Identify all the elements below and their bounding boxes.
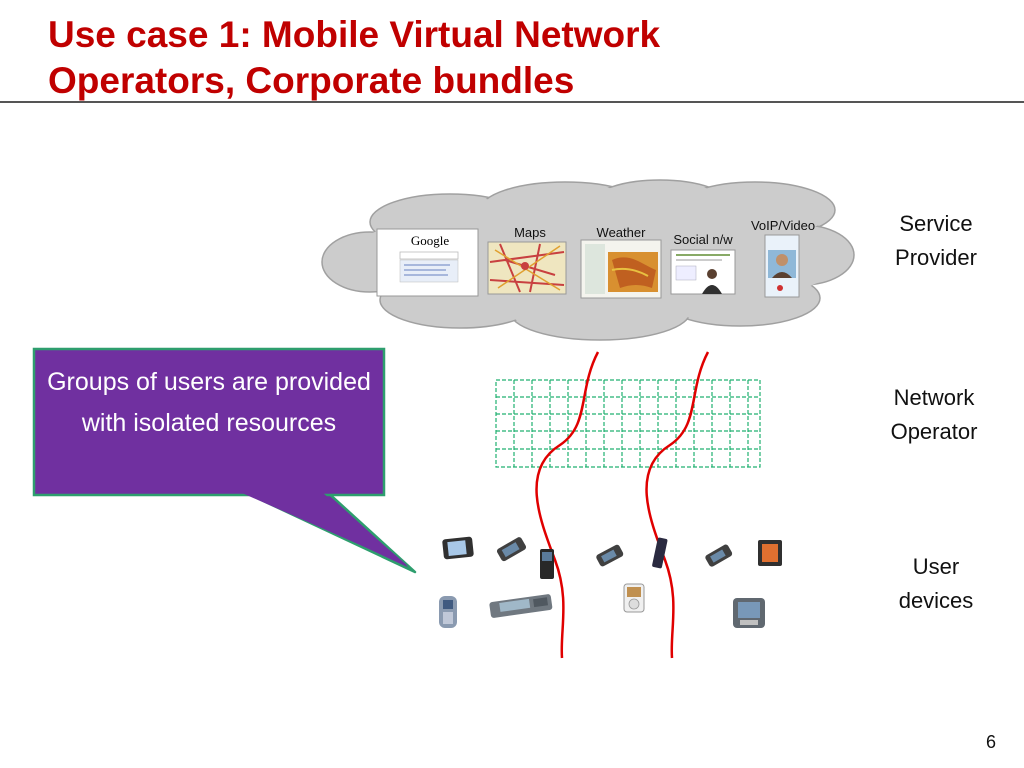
slide-title-line-2: Operators, Corporate bundles [48,60,575,101]
slice-line-right [645,351,710,659]
device-phone-icon [540,549,554,579]
voip-video-label: VoIP/Video [751,218,815,233]
user-devices-label: User devices [898,554,974,613]
weather-thumbnail [580,239,662,299]
google-logo-text: Google [411,233,450,248]
maps-thumbnail [487,241,567,295]
slice-separator-lines [535,351,710,659]
device-slim-phone-icon [652,537,668,569]
device-smartphone-icon [496,537,527,562]
network-operator-grid [495,379,761,468]
device-music-player-icon [623,583,645,613]
service-provider-label: Service Provider [895,211,977,270]
user-device-group [439,536,782,628]
page-number: 6 [985,732,996,752]
google-thumbnail: Google [376,228,479,297]
slice-line-left [535,351,600,659]
device-smartphone-icon [705,544,733,567]
device-feature-phone-icon [439,596,457,628]
device-smartphone-icon [596,544,624,567]
social-network-thumbnail [670,249,736,295]
voip-video-thumbnail [764,234,800,298]
device-media-player-icon [442,536,474,560]
device-pda-icon [733,598,765,628]
device-communicator-icon [489,594,553,618]
callout-bubble [32,347,417,574]
title-divider [0,101,1024,103]
callout-text: Groups of users are provided with isolat… [47,368,371,437]
device-tablet-icon [758,540,782,566]
social-network-label: Social n/w [673,232,733,247]
weather-label: Weather [597,225,647,240]
maps-label: Maps [514,225,546,240]
network-operator-label: Network Operator [890,385,978,444]
slide-title: Use case 1: Mobile Virtual Network Opera… [48,12,948,104]
slide-title-line-1: Use case 1: Mobile Virtual Network [48,14,661,55]
